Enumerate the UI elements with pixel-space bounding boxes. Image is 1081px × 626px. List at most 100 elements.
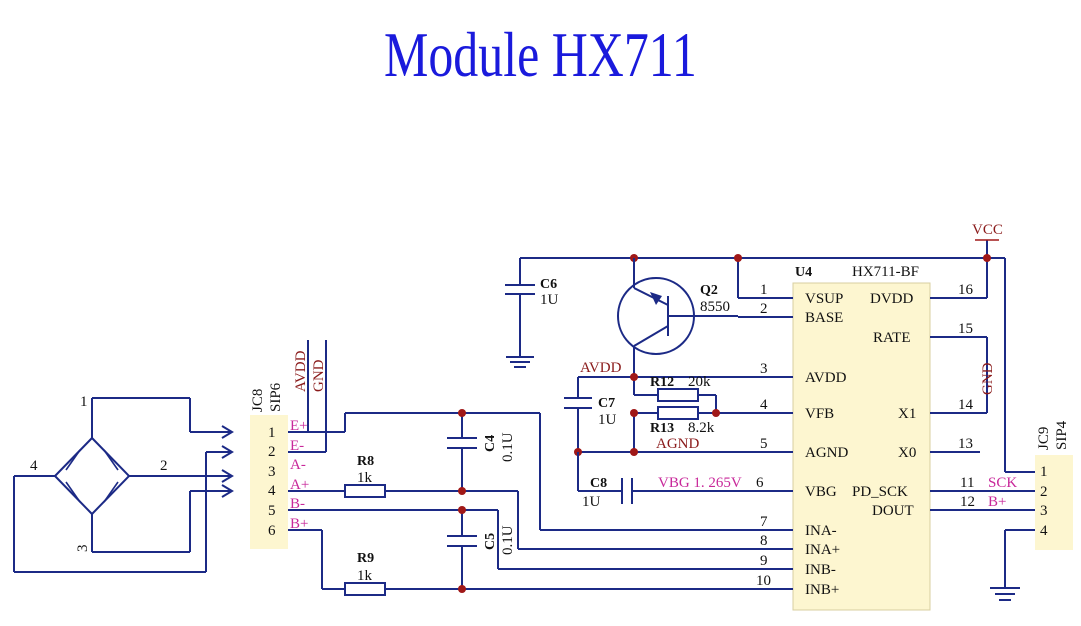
sck-net-label: SCK: [988, 475, 1017, 491]
vcc-rail: [520, 240, 1035, 473]
jc8-sig-eplus: E+: [290, 418, 308, 434]
vbg-net-label: VBG 1. 265V: [658, 475, 742, 491]
u4-pin14-num: 14: [958, 397, 974, 413]
r8-ref: R8: [357, 454, 374, 469]
r8-resistor: [344, 484, 386, 498]
c8-ref: C8: [590, 476, 607, 491]
jc9-ref: JC9: [1036, 427, 1052, 450]
junction-avdd: [630, 373, 638, 381]
c4-ref: C4: [483, 435, 498, 452]
bridge-pin1: 1: [80, 394, 88, 410]
jc8-power-wires: [288, 340, 327, 453]
u4-ref: U4: [795, 265, 812, 280]
jc9-pin3: 3: [1040, 503, 1048, 519]
bplus-net-label-right: B+: [988, 494, 1006, 510]
jc8-sig-aplus: A+: [290, 477, 309, 493]
u4-pin2-num: 2: [760, 301, 768, 317]
jc8-ref: JC8: [250, 389, 266, 412]
u4-pin7-name: INA-: [805, 523, 837, 539]
u4-pin15-num: 15: [958, 321, 973, 337]
jc8-sig-eminus: E-: [290, 438, 304, 454]
jc8-pin3: 3: [268, 464, 276, 480]
u4-pin16-name: DVDD: [870, 291, 913, 307]
rate-gnd-label: GND: [980, 362, 996, 395]
r9-resistor: [344, 582, 386, 596]
u4-pin2-name: BASE: [805, 310, 843, 326]
vcc-label: VCC: [972, 222, 1003, 238]
agnd-net-label: AGND: [656, 436, 699, 452]
junction-vsup: [734, 254, 742, 262]
c6-value: 1U: [540, 292, 559, 308]
c8-value: 1U: [582, 494, 601, 510]
c8-capacitor: [577, 452, 652, 504]
junction-r13: [630, 409, 638, 417]
r9-value: 1k: [357, 568, 373, 584]
junction-c5-bottom: [458, 585, 466, 593]
junction-c4-bottom: [458, 487, 466, 495]
jc9-pin2: 2: [1040, 484, 1048, 500]
u4-body: [792, 282, 931, 611]
bridge-pin2: 2: [160, 458, 168, 474]
q2-transistor: [617, 258, 738, 377]
jc8-sig-aminus: A-: [290, 457, 306, 473]
u4-pin3-num: 3: [760, 361, 768, 377]
jc9-pin1: 1: [1040, 464, 1048, 480]
u4-pin6-name: VBG: [805, 484, 837, 500]
r12-value: 20k: [688, 374, 711, 390]
u4-pin9-num: 9: [760, 553, 768, 569]
junction-c4-top: [458, 409, 466, 417]
jc8-pin1: 1: [268, 425, 276, 441]
u4-pin15-name: RATE: [873, 330, 911, 346]
bridge-pin3: 3: [75, 545, 91, 553]
c5-ref: C5: [483, 533, 498, 550]
u4-pin13-num: 13: [958, 436, 973, 452]
u4-pin11-name: PD_SCK: [852, 484, 908, 500]
bridge-arrowheads: [221, 425, 234, 498]
r12-ref: R12: [650, 375, 674, 390]
u4-pin14-name: X1: [898, 406, 916, 422]
jc8-pin4: 4: [268, 483, 276, 499]
jc9-body: [1035, 455, 1073, 550]
c5-value: 0.1U: [500, 525, 516, 555]
bridge-pin4: 4: [30, 458, 38, 474]
c7-value: 1U: [598, 412, 617, 428]
u4-pin3-name: AVDD: [805, 370, 847, 386]
jc8-sig-bminus: B-: [290, 496, 305, 512]
c6-capacitor: [505, 258, 535, 368]
u4-pin13-name: X0: [898, 445, 916, 461]
r9-ref: R9: [357, 551, 374, 566]
jc8-body: [250, 415, 288, 549]
jc9-ground: [990, 529, 1035, 601]
jc8-type: SIP6: [268, 382, 284, 412]
u4-pin10-num: 10: [756, 573, 771, 589]
u4-pin10-name: INB+: [805, 582, 839, 598]
u4-pin4-num: 4: [760, 397, 768, 413]
schematic-title: Module HX711: [383, 19, 697, 90]
r13-resistor: [657, 406, 699, 420]
r8-value: 1k: [357, 470, 373, 486]
u4-pin5-name: AGND: [805, 445, 848, 461]
bridge-leads: [13, 397, 230, 573]
u4-pin6-num: 6: [756, 475, 764, 491]
u4-left-pin-stubs: [578, 297, 793, 590]
junction-vcc: [983, 254, 991, 262]
u4-pin9-name: INB-: [805, 562, 836, 578]
jc8-net-gnd: GND: [311, 359, 327, 392]
jc9-pin4: 4: [1040, 523, 1048, 539]
avdd-fb-wires: [577, 376, 717, 452]
c7-ref: C7: [598, 396, 615, 411]
u4-pin12-num: 12: [960, 494, 975, 510]
jc9-type: SIP4: [1054, 420, 1070, 450]
u4-right-pin-stubs: [930, 297, 1035, 511]
jc8-pin5: 5: [268, 503, 276, 519]
jc8-sig-bplus: B+: [290, 516, 308, 532]
u4-pin12-name: DOUT: [872, 503, 914, 519]
u4-pin5-num: 5: [760, 436, 768, 452]
r13-ref: R13: [650, 421, 674, 436]
r12-resistor: [657, 388, 699, 402]
u4-pin7-num: 7: [760, 514, 768, 530]
input-wires: [288, 412, 730, 590]
junction-vfb: [712, 409, 720, 417]
junction-agnd: [630, 448, 638, 456]
